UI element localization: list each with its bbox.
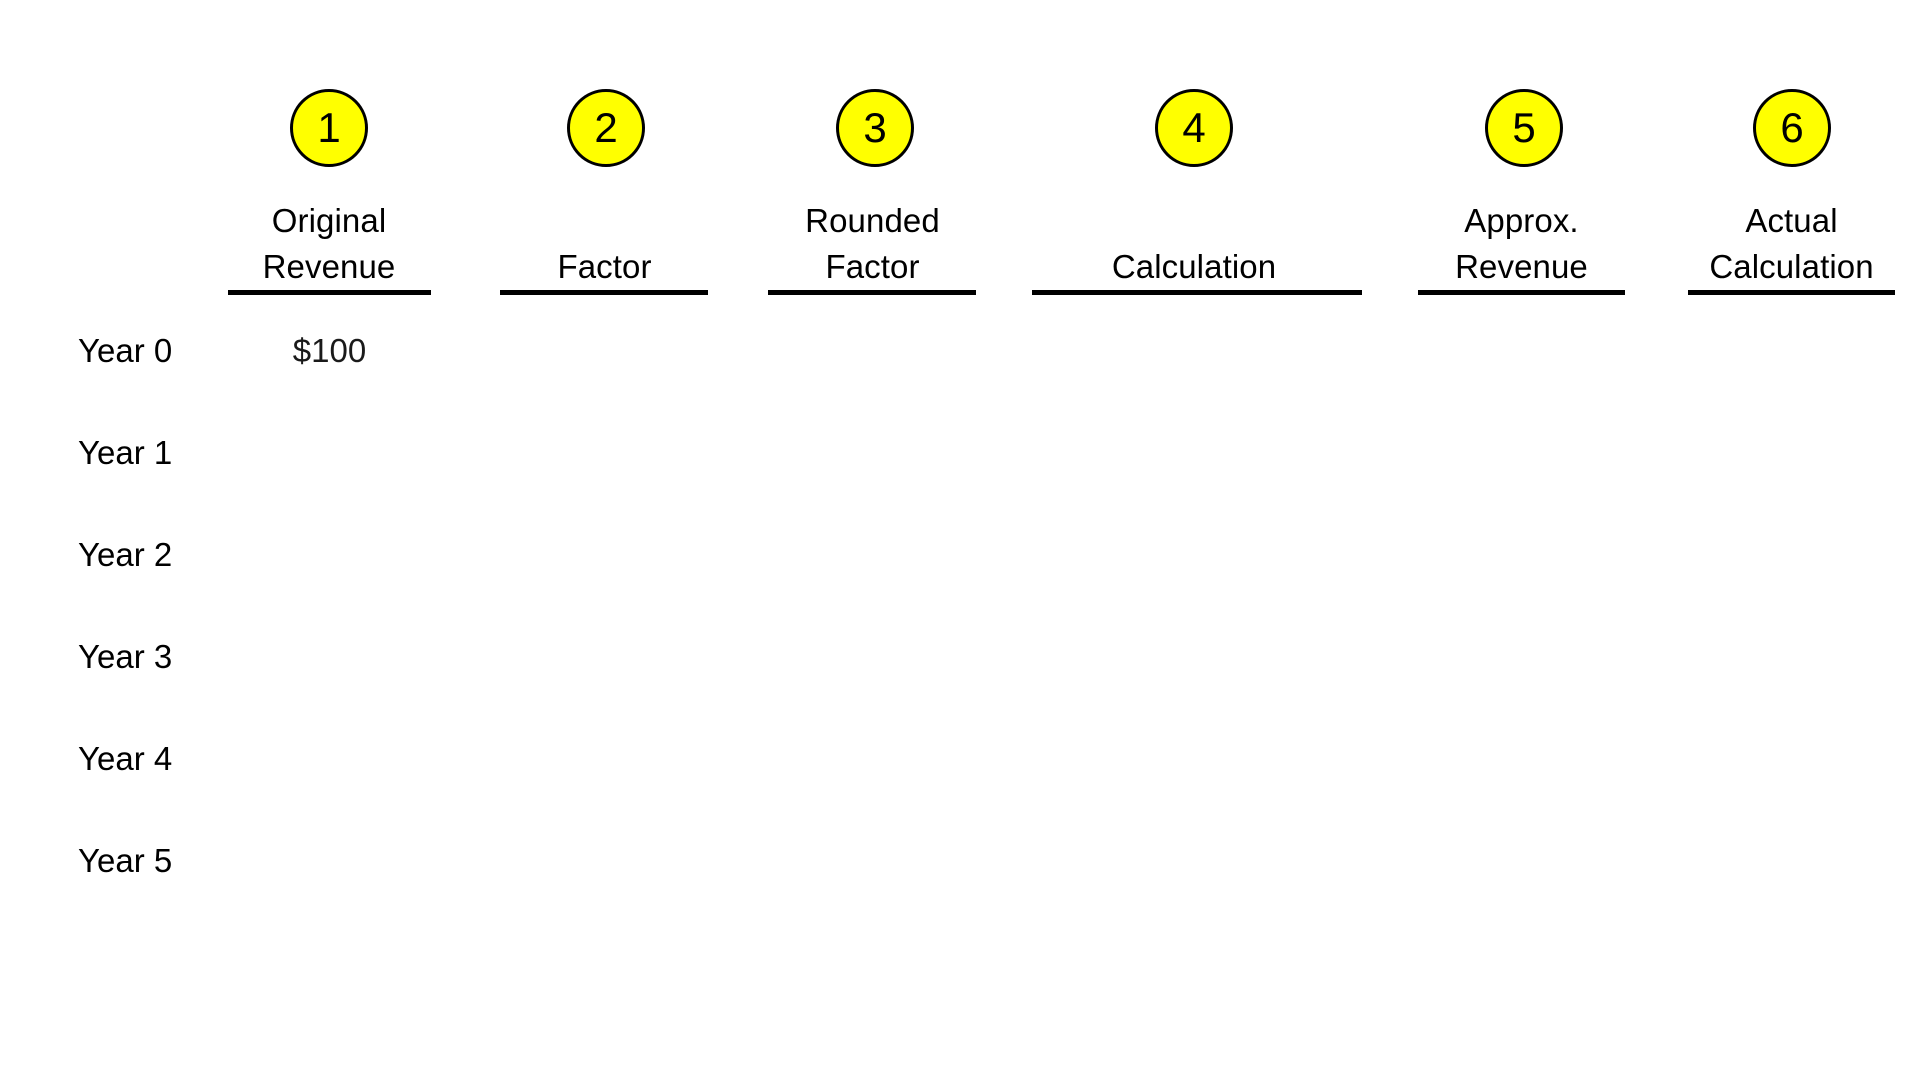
- column-rule-factor: [500, 290, 708, 295]
- column-header-rounded-factor-label: Rounded Factor: [805, 202, 940, 285]
- column-header-rounded-factor: Rounded Factor: [765, 185, 980, 290]
- column-header-approx-revenue-label: Approx. Revenue: [1455, 202, 1588, 285]
- column-rule-actual-calculation: [1688, 290, 1895, 295]
- row-label-year-2: Year 2: [78, 536, 173, 573]
- step-badge-6[interactable]: 6: [1753, 89, 1831, 167]
- column-header-calculation-label: Calculation: [1111, 248, 1277, 285]
- step-badge-5-number: 5: [1512, 104, 1536, 151]
- step-badge-2-number: 2: [594, 104, 618, 151]
- step-badge-1-number: 1: [317, 104, 341, 151]
- step-badge-3-number: 3: [863, 104, 887, 151]
- column-header-approx-revenue: Approx. Revenue: [1418, 185, 1625, 290]
- column-rule-approx-revenue: [1418, 290, 1625, 295]
- column-header-factor-label: Factor: [557, 248, 652, 285]
- step-badge-1[interactable]: 1: [290, 89, 368, 167]
- row-label-year-1: Year 1: [78, 434, 173, 471]
- column-header-factor: Factor: [497, 185, 712, 290]
- column-rule-original-revenue: [228, 290, 431, 295]
- column-rule-calculation: [1032, 290, 1362, 295]
- column-rule-rounded-factor: [768, 290, 976, 295]
- row-label-year-3: Year 3: [78, 638, 173, 675]
- row-label-year-4: Year 4: [78, 740, 173, 777]
- column-header-original-revenue: Original Revenue: [208, 185, 450, 290]
- step-badge-2[interactable]: 2: [567, 89, 645, 167]
- row-label-year-0: Year 0: [78, 332, 173, 369]
- column-header-actual-calculation-label: Actual Calculation: [1709, 202, 1874, 285]
- column-header-actual-calculation: Actual Calculation: [1688, 185, 1895, 290]
- cell-year-0-original-revenue[interactable]: $100: [292, 332, 367, 369]
- row-label-year-5: Year 5: [78, 842, 173, 879]
- step-badge-6-number: 6: [1780, 104, 1804, 151]
- column-header-original-revenue-label: Original Revenue: [262, 202, 396, 285]
- step-badge-4[interactable]: 4: [1155, 89, 1233, 167]
- step-badge-4-number: 4: [1182, 104, 1206, 151]
- step-badge-5[interactable]: 5: [1485, 89, 1563, 167]
- step-badge-3[interactable]: 3: [836, 89, 914, 167]
- column-header-calculation: Calculation: [1029, 185, 1359, 290]
